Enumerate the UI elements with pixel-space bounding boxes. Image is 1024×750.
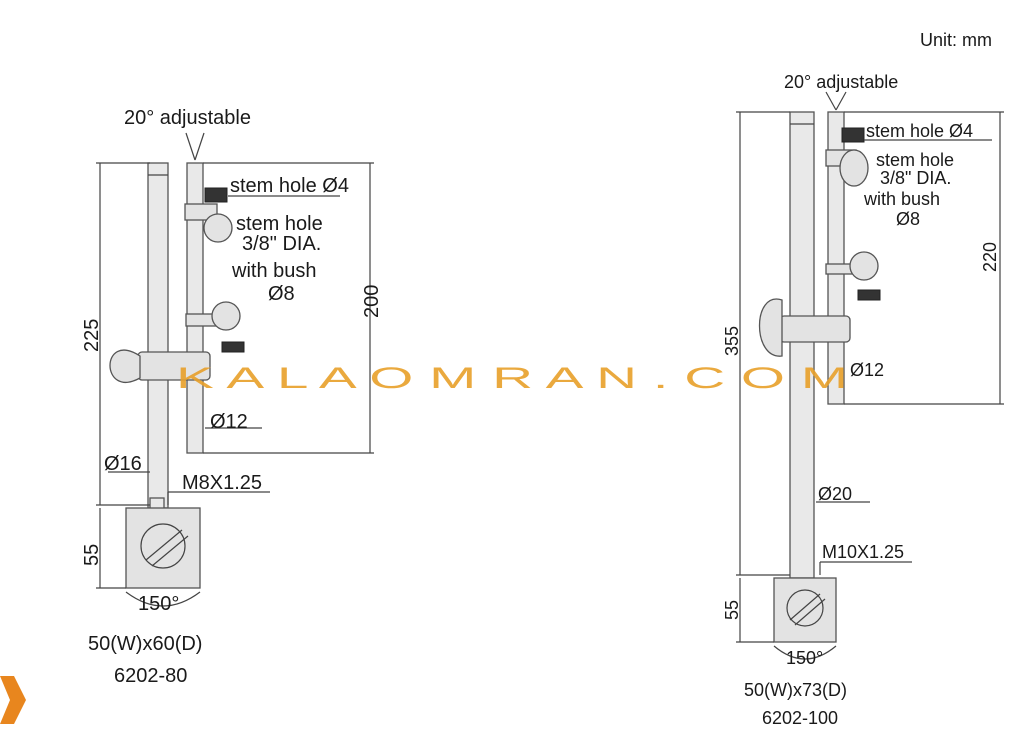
base-size-label: 50(W)x73(D) [744, 680, 847, 700]
logo-fragment [0, 676, 26, 724]
adjustable-label: 20° adjustable [124, 107, 251, 129]
main-rod [147, 162, 169, 509]
unit-label: Unit: mm [920, 30, 992, 50]
dim-355: 355 [722, 326, 742, 356]
stem-bush [839, 149, 869, 187]
rod-12-label: Ø12 [850, 360, 884, 380]
stem-bush [203, 213, 233, 243]
stem-dia-label: 3/8" DIA. [242, 233, 321, 255]
magnetic-base [773, 577, 837, 643]
stem-hole-label: stem hole [876, 150, 954, 170]
angle-label: 150° [786, 648, 823, 668]
dim-55: 55 [81, 544, 103, 566]
dim-225: 225 [81, 319, 103, 352]
watermark: K A L A O M R A N . C O M [176, 362, 848, 395]
bush-dia-label: Ø8 [896, 209, 920, 229]
clamp-knob [109, 349, 141, 383]
rod-20-label: Ø20 [818, 484, 852, 504]
stem-screw [204, 187, 228, 203]
dim-220: 220 [980, 242, 1000, 272]
model-label: 6202-100 [762, 708, 838, 728]
rod-16-label: Ø16 [104, 453, 142, 475]
thread-label: M10X1.25 [822, 542, 904, 562]
clamp-block [779, 315, 851, 343]
thread-label: M8X1.25 [182, 472, 262, 494]
model-label: 6202-80 [114, 665, 187, 687]
dim-200: 200 [361, 285, 383, 318]
stem-holder [184, 203, 218, 221]
with-bush-label: with bush [231, 260, 317, 282]
adjustable-label: 20° adjustable [784, 72, 898, 92]
stem-hole-4-label: stem hole Ø4 [866, 121, 973, 141]
lower-ring [211, 301, 241, 331]
magnetic-base [125, 507, 201, 589]
stand-6202-80: 20° adjustable stem hole Ø4 stem hole 3/… [81, 107, 383, 687]
with-bush-label: with bush [863, 189, 940, 209]
rod-12-label: Ø12 [210, 411, 248, 433]
dim-55: 55 [722, 600, 742, 620]
stem-screw [841, 127, 865, 143]
lower-ring [849, 251, 879, 281]
stem-hole-label: stem hole [236, 213, 323, 235]
stand-6202-100: 20° adjustable stem hole Ø4 stem hole 3/… [722, 72, 1004, 728]
bush-dia-label: Ø8 [268, 283, 295, 305]
clamp-knob [758, 298, 783, 357]
stem-dia-label: 3/8" DIA. [880, 168, 951, 188]
base-size-label: 50(W)x60(D) [88, 633, 202, 655]
stem-hole-4-label: stem hole Ø4 [230, 175, 349, 197]
main-rod [789, 111, 815, 579]
angle-label: 150° [138, 593, 179, 615]
